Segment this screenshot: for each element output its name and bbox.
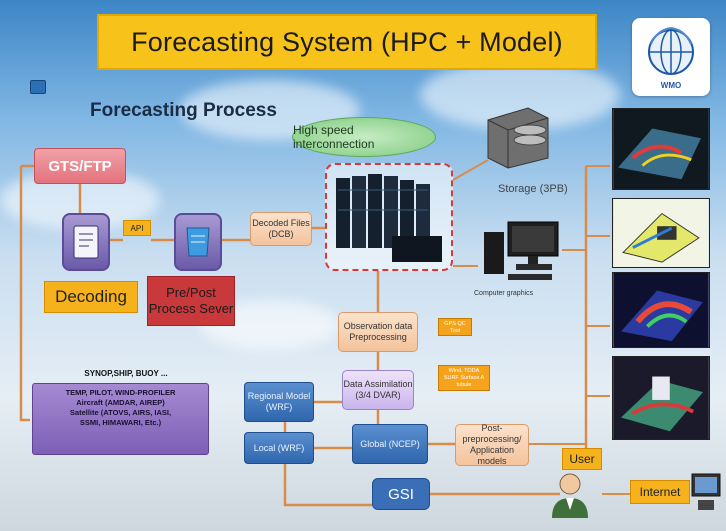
obs-type-line: Satellite (ATOVS, AIRS, IASI, xyxy=(69,408,172,417)
server-icon xyxy=(186,227,210,257)
storage-disk-icon xyxy=(487,107,549,169)
gps-qc-note: GPS QC Tool xyxy=(438,318,472,336)
section-title: Forecasting Process xyxy=(90,100,277,121)
gts-ftp-node: GTS/FTP xyxy=(34,148,126,184)
slide-marker-icon xyxy=(30,80,46,94)
api-node: API xyxy=(123,220,151,236)
observation-preprocessing-node: Observation data Preprocessing xyxy=(338,312,418,352)
wmo-label: WMO xyxy=(660,81,682,90)
internet-icon xyxy=(691,473,721,510)
observation-types-node: TEMP, PILOT, WIND-PROFILER Aircraft (AMD… xyxy=(32,383,209,455)
decoder-node xyxy=(62,213,110,271)
document-icon xyxy=(73,225,99,259)
user-icon xyxy=(552,473,588,518)
wind-surf-note: Wind, TODA SURF Surface A tubule xyxy=(438,365,490,391)
title-banner: Forecasting System (HPC + Model) xyxy=(97,14,597,70)
obs-types-header: SYNOP,SHIP, BUOY ... xyxy=(84,369,168,378)
user-label: User xyxy=(562,448,602,470)
hpc-rack-icon xyxy=(336,174,442,262)
model-output-thumbnail xyxy=(612,198,710,268)
gsi-node: GSI xyxy=(372,478,430,510)
wmo-logo: WMO xyxy=(632,18,710,96)
prepost-server-label: Pre/Post Process Sever xyxy=(147,276,235,326)
storage-label: Storage (3PB) xyxy=(498,183,568,195)
internet-label: Internet xyxy=(630,480,690,504)
global-model-node: Global (NCEP) xyxy=(352,424,428,464)
obs-type-line: SSMI, HIMAWARI, Etc.) xyxy=(79,418,162,427)
model-output-thumbnail xyxy=(612,108,710,190)
prepost-server-node xyxy=(174,213,222,271)
decoding-label: Decoding xyxy=(44,281,138,313)
data-assimilation-node: Data Assimilation (3/4 DVAR) xyxy=(342,370,414,410)
obs-type-line: TEMP, PILOT, WIND-PROFILER xyxy=(65,388,176,397)
decoded-files-node: Decoded Files (DCB) xyxy=(250,212,312,246)
computer-graphics-label: Computer graphics xyxy=(474,290,534,297)
regional-model-node: Regional Model (WRF) xyxy=(244,382,314,422)
model-output-thumbnail xyxy=(612,356,710,440)
post-processing-node: Post-preprocessing/ Application models xyxy=(455,423,529,466)
high-speed-interconnection-node: High speed interconnection xyxy=(292,117,436,157)
local-model-node: Local (WRF) xyxy=(244,432,314,464)
globe-emblem-icon xyxy=(648,27,694,75)
computer-monitor-icon xyxy=(484,221,559,280)
obs-type-line: Aircraft (AMDAR, AIREP) xyxy=(76,398,165,407)
model-output-thumbnail xyxy=(612,272,710,348)
